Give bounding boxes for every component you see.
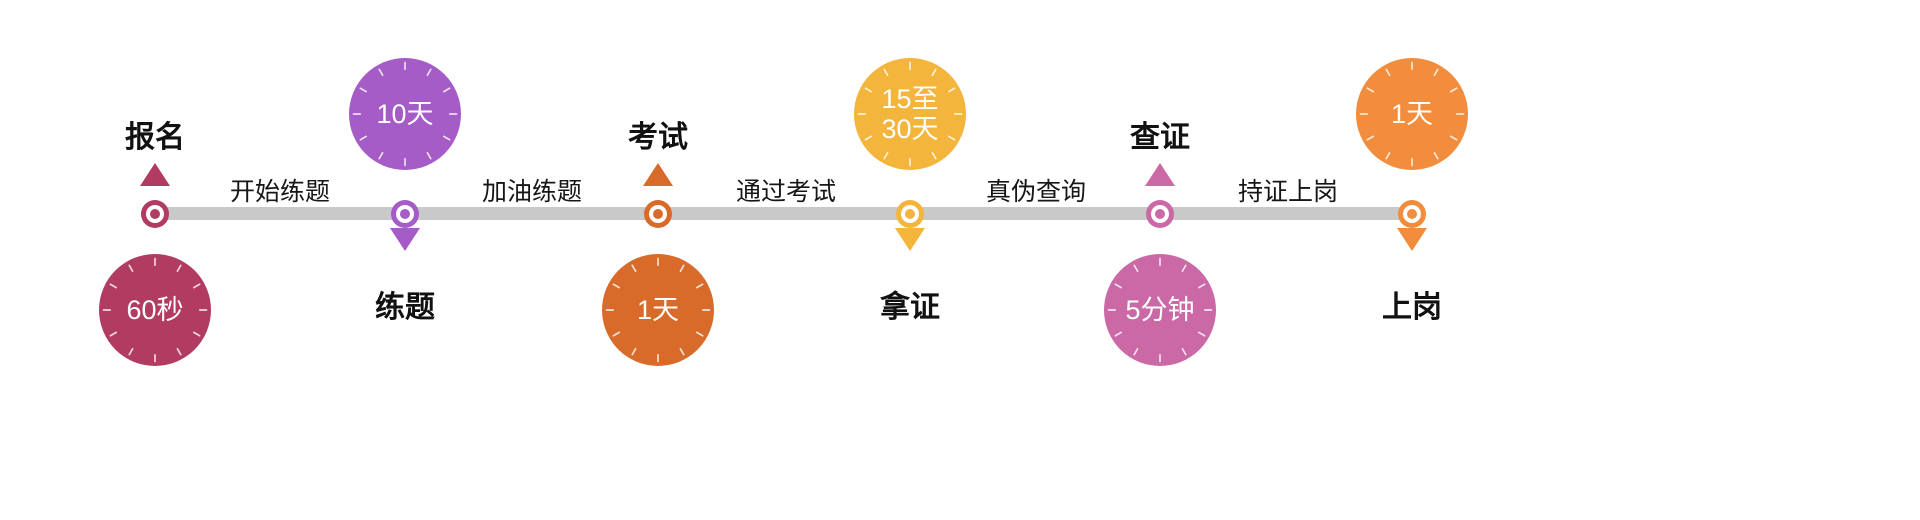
connector-label-work-with-cert: 持证上岗 <box>1237 178 1339 206</box>
duration-text: 15至 30天 <box>881 83 939 144</box>
timeline-dot <box>1146 200 1174 228</box>
arrow-down-icon <box>1397 228 1427 251</box>
duration-badge: 15至 30天 <box>854 58 966 170</box>
timeline-dot <box>1398 200 1426 228</box>
timeline-bar <box>148 207 1421 220</box>
duration-text: 5分钟 <box>1125 294 1195 325</box>
duration-text: 60秒 <box>126 294 184 325</box>
duration-badge: 1天 <box>602 254 714 366</box>
arrow-up-icon <box>643 163 673 186</box>
duration-badge: 10天 <box>349 58 461 170</box>
duration-text: 1天 <box>636 294 680 325</box>
arrow-down-icon <box>390 228 420 251</box>
timeline-dot <box>391 200 419 228</box>
node-label: 拿证 <box>880 291 940 324</box>
duration-text: 10天 <box>376 98 434 129</box>
timeline-dot <box>896 200 924 228</box>
node-label: 上岗 <box>1382 291 1442 324</box>
connector-label-pass-exam: 通过考试 <box>735 178 837 206</box>
connector-label-keep-practice: 加油练题 <box>481 178 583 206</box>
duration-badge: 1天 <box>1356 58 1468 170</box>
connector-label-verify-query: 真伪查询 <box>985 178 1087 206</box>
node-label: 考试 <box>628 121 688 154</box>
arrow-up-icon <box>1145 163 1175 186</box>
timeline-dot <box>644 200 672 228</box>
timeline-dot <box>141 200 169 228</box>
node-label: 练题 <box>375 291 435 324</box>
duration-text: 1天 <box>1390 98 1434 129</box>
arrow-down-icon <box>895 228 925 251</box>
arrow-up-icon <box>140 163 170 186</box>
duration-badge: 5分钟 <box>1104 254 1216 366</box>
connector-label-start-practice: 开始练题 <box>229 178 331 206</box>
node-label: 查证 <box>1130 121 1190 154</box>
node-label: 报名 <box>125 121 185 154</box>
duration-badge: 60秒 <box>99 254 211 366</box>
